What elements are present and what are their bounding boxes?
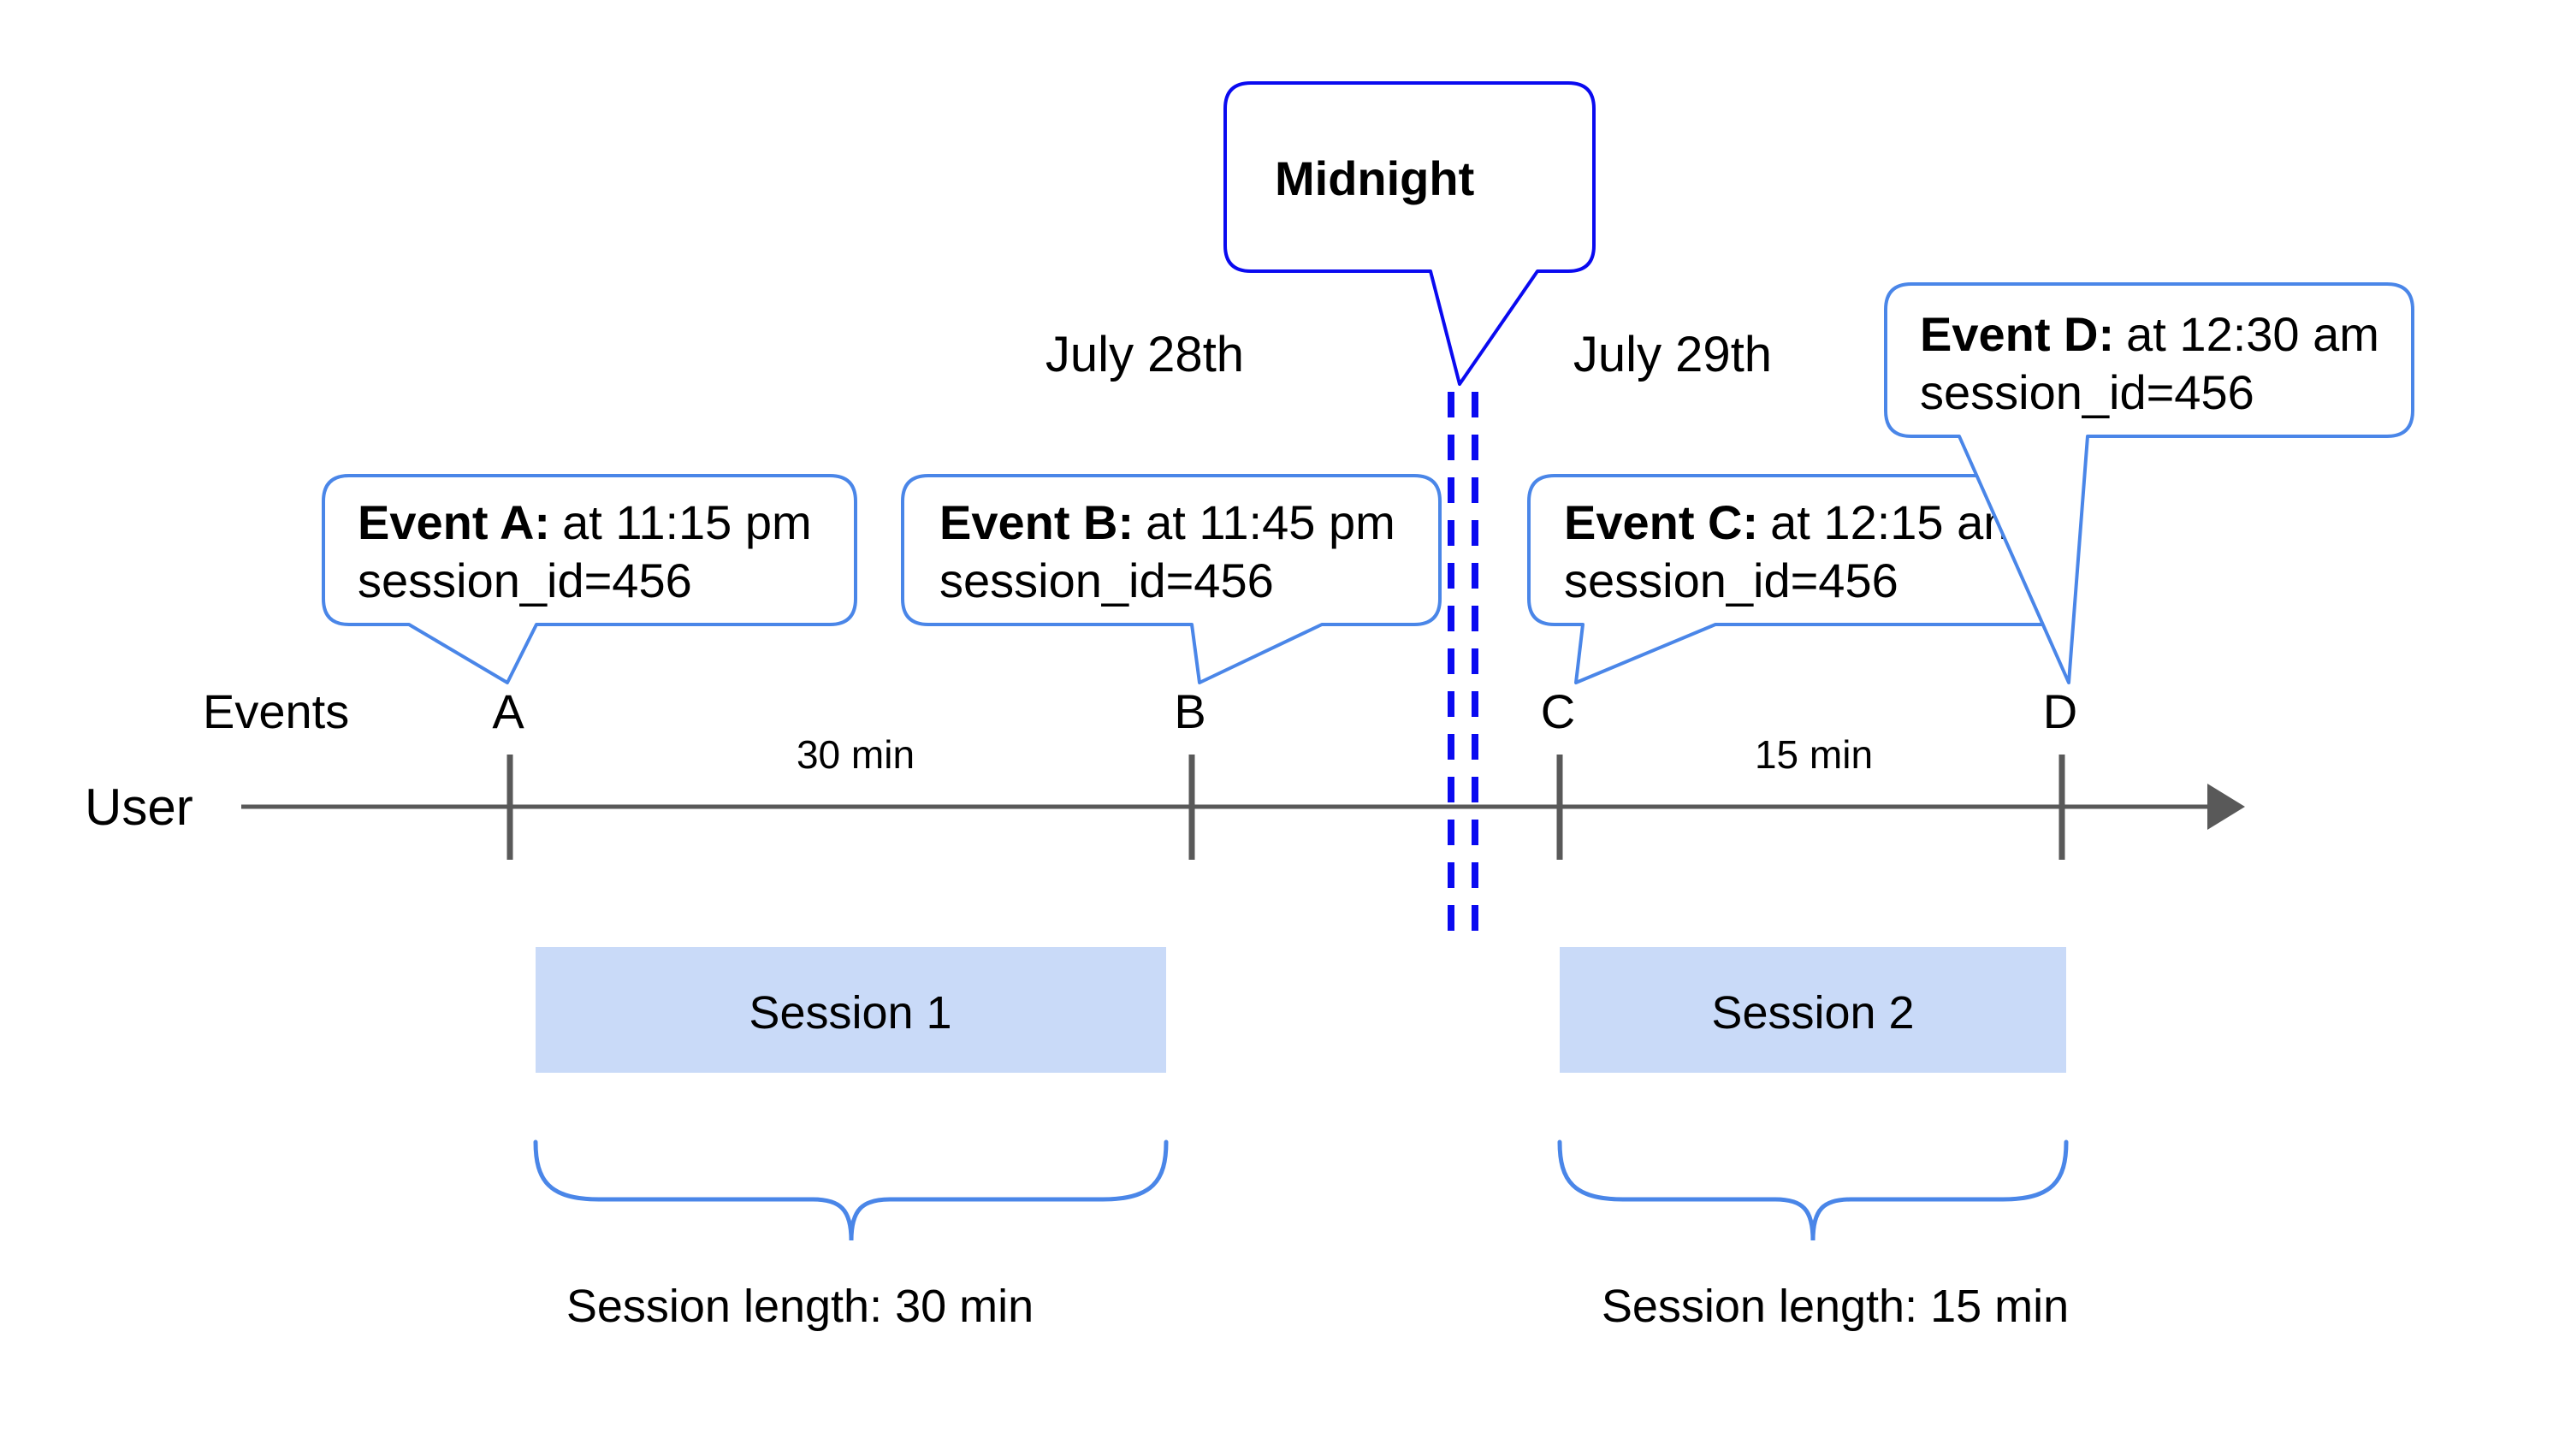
session-1-box — [536, 947, 1166, 1073]
session-1-brace-icon — [533, 1139, 1169, 1241]
event-a-callout: Event A:at 11:15 pm session_id=456 — [322, 474, 857, 684]
event-b-time: at 11:45 pm — [1146, 495, 1395, 549]
timeline-axis — [241, 755, 2245, 860]
session-2-label: Session 2 — [1711, 987, 1914, 1039]
event-b-title: Event B: — [939, 495, 1134, 549]
session-1-length-label: Session length: 30 min — [566, 1281, 1034, 1332]
event-a-line1: Event A:at 11:15 pm — [358, 495, 812, 549]
session-2-length-label: Session length: 15 min — [1602, 1281, 2069, 1332]
event-b-session-id: session_id=456 — [939, 553, 1274, 607]
session-2-box — [1560, 947, 2066, 1073]
session-1-label: Session 1 — [749, 987, 951, 1039]
session-1-group: Session 1 Session length: 30 min — [533, 947, 1169, 1332]
axis-arrowhead-icon — [2207, 784, 2245, 830]
user-row-label: User — [85, 778, 193, 836]
event-c-time: at 12:15 am — [1770, 495, 2023, 549]
event-a-title: Event A: — [358, 495, 550, 549]
midnight-callout-label: Midnight — [1275, 151, 1474, 205]
event-a-session-id: session_id=456 — [358, 553, 692, 607]
event-d-bubble — [1884, 282, 2414, 684]
event-letter-a: A — [492, 684, 524, 738]
event-letter-b: B — [1174, 684, 1205, 738]
event-letter-d: D — [2043, 684, 2077, 738]
event-d-session-id: session_id=456 — [1920, 365, 2254, 419]
event-d-line1: Event D:at 12:30 am — [1920, 307, 2379, 361]
event-c-title: Event C: — [1564, 495, 1758, 549]
gap-label-a-b: 30 min — [797, 732, 915, 777]
event-letter-c: C — [1541, 684, 1575, 738]
date-label-right: July 29th — [1573, 327, 1772, 382]
date-label-left: July 28th — [1045, 327, 1244, 382]
event-b-callout: Event B:at 11:45 pm session_id=456 — [901, 474, 1442, 684]
midnight-callout: Midnight — [1223, 81, 1596, 386]
session-2-brace-icon — [1557, 1139, 2069, 1241]
event-d-time: at 12:30 am — [2126, 307, 2379, 361]
event-c-line1: Event C:at 12:15 am — [1564, 495, 2023, 549]
midnight-divider-dashed-lines — [1448, 392, 1478, 939]
midnight-callout-bubble — [1223, 81, 1596, 386]
event-a-bubble — [322, 474, 857, 684]
session-2-group: Session 2 Session length: 15 min — [1557, 947, 2069, 1332]
event-d-title: Event D: — [1920, 307, 2114, 361]
events-row-label: Events — [203, 684, 349, 738]
gap-label-c-d: 15 min — [1755, 732, 1873, 777]
event-c-callout: Event C:at 12:15 am session_id=456 — [1527, 474, 2066, 684]
event-a-time: at 11:15 pm — [562, 495, 812, 549]
event-b-line1: Event B:at 11:45 pm — [939, 495, 1395, 549]
event-d-callout: Event D:at 12:30 am session_id=456 — [1884, 282, 2414, 684]
event-b-bubble — [901, 474, 1442, 684]
event-c-session-id: session_id=456 — [1564, 553, 1898, 607]
